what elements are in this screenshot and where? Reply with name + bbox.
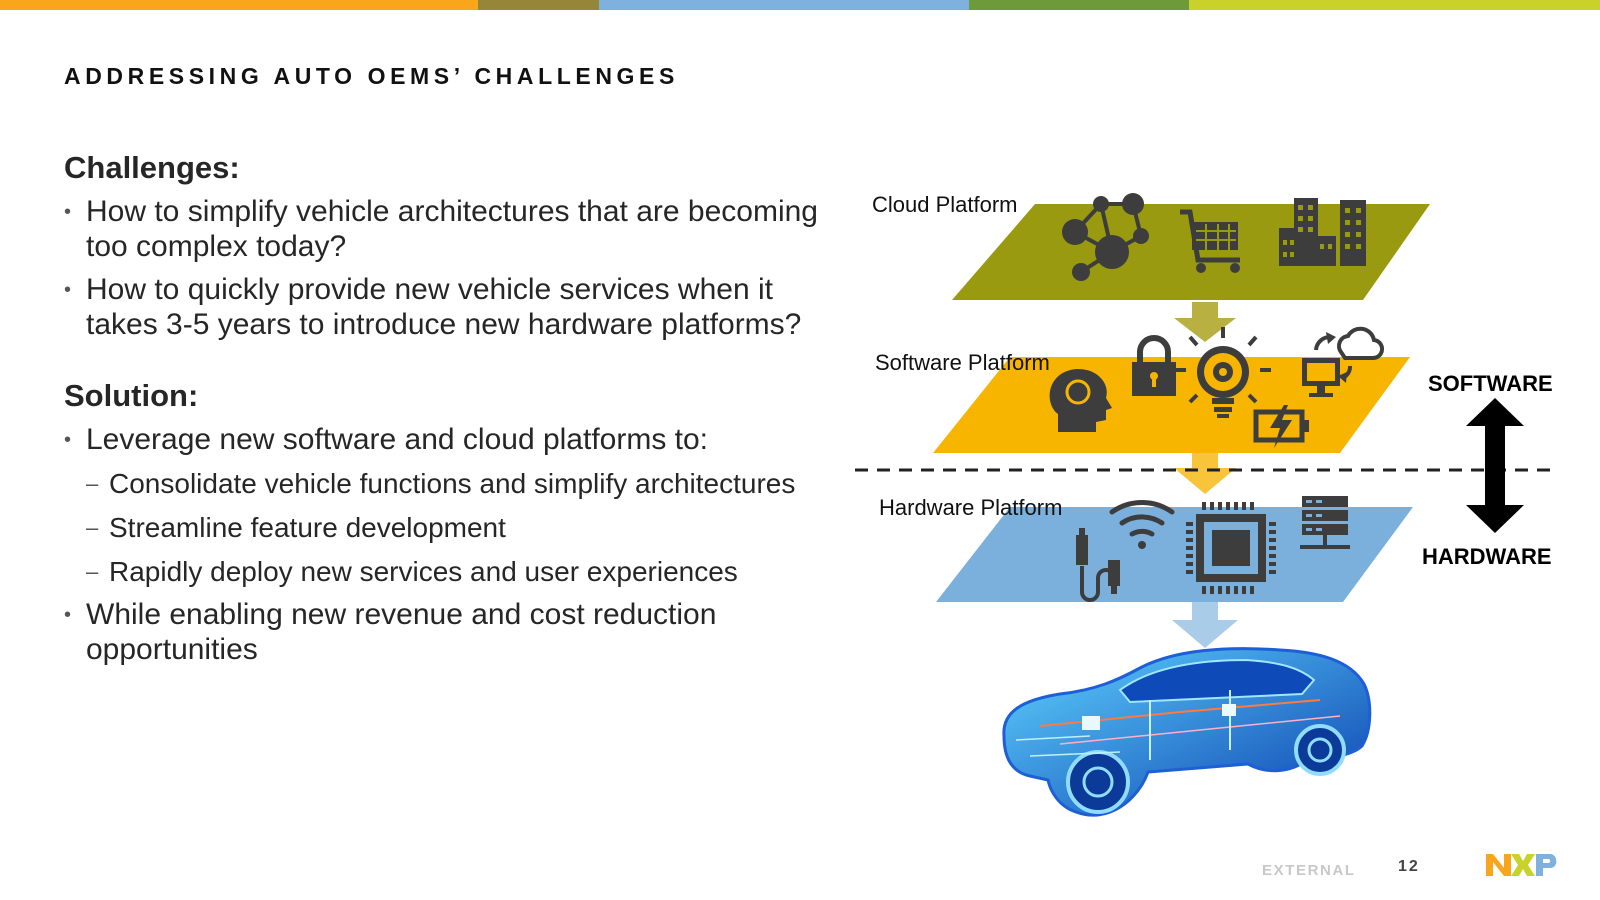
top-bar-segment-lime	[1189, 0, 1600, 10]
cloud-platform-label: Cloud Platform	[872, 192, 1018, 217]
hardware-platform-layer	[936, 507, 1413, 602]
usb-cable-icon	[1076, 528, 1120, 602]
software-side-label: SOFTWARE	[1428, 371, 1553, 396]
hardware-side-label: HARDWARE	[1422, 544, 1552, 569]
top-color-bar	[0, 0, 1600, 10]
server-icon	[1300, 496, 1350, 549]
city-buildings-icon	[1279, 198, 1366, 266]
challenge-item: How to simplify vehicle architectures th…	[64, 194, 834, 264]
top-bar-segment-blue	[599, 0, 969, 10]
arrow-cloud-to-software	[1174, 302, 1236, 342]
challenge-item: How to quickly provide new vehicle servi…	[64, 272, 834, 342]
challenges-heading: Challenges:	[64, 150, 240, 185]
lightbulb-gear-icon	[1175, 327, 1271, 418]
slide-title: ADDRESSING AUTO OEMS’ CHALLENGES	[64, 63, 679, 89]
battery-charging-icon	[1253, 405, 1309, 448]
car-xray-image	[1002, 647, 1372, 817]
nxp-logo-text	[1486, 854, 1557, 876]
wifi-icon	[1109, 500, 1175, 549]
software-hardware-double-arrow	[1466, 398, 1524, 533]
solution-closing: While enabling new revenue and cost redu…	[64, 597, 834, 667]
padlock-icon	[1132, 335, 1176, 396]
top-bar-segment-green	[969, 0, 1189, 10]
solution-subitem: Consolidate vehicle functions and simpli…	[64, 466, 834, 501]
page-number: 12	[1398, 858, 1420, 875]
solution-intro: Leverage new software and cloud platform…	[64, 422, 834, 458]
solution-list: Leverage new software and cloud platform…	[64, 422, 834, 667]
network-people-icon	[1062, 193, 1149, 281]
challenges-list: How to simplify vehicle architectures th…	[64, 194, 834, 342]
arrow-software-to-hardware	[1174, 448, 1236, 494]
chip-icon	[1186, 502, 1276, 594]
top-bar-segment-olive	[478, 0, 599, 10]
shopping-cart-icon	[1180, 209, 1240, 273]
top-bar-segment-orange	[0, 0, 478, 10]
classification-label: EXTERNAL	[1262, 862, 1356, 879]
brain-head-icon	[1049, 368, 1112, 432]
hardware-platform-label: Hardware Platform	[879, 495, 1063, 520]
solution-subitem: Streamline feature development	[64, 510, 834, 545]
software-platform-layer	[933, 357, 1410, 453]
computer-cloud-sync-icon	[1302, 326, 1384, 397]
solution-heading: Solution:	[64, 378, 199, 413]
arrow-hardware-to-car	[1172, 602, 1238, 648]
software-platform-label: Software Platform	[875, 350, 1050, 375]
text-column: Challenges: How to simplify vehicle arch…	[64, 150, 834, 667]
nxp-logo	[1486, 854, 1557, 876]
solution-subitem: Rapidly deploy new services and user exp…	[64, 554, 834, 589]
